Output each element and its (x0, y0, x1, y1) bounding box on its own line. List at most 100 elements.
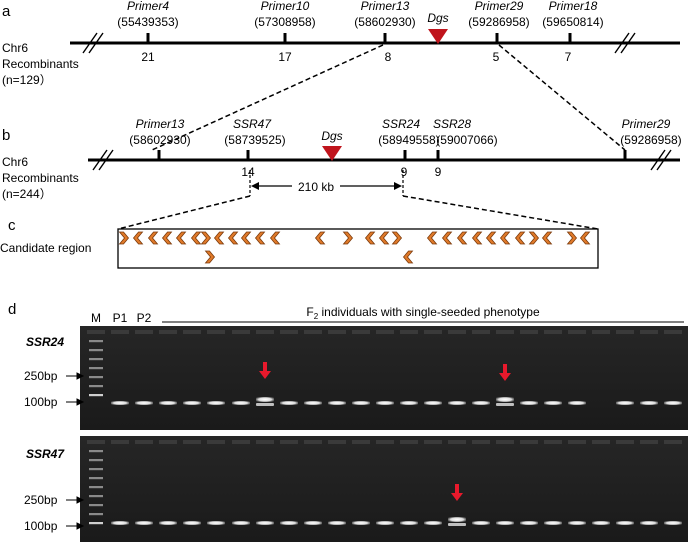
gel-lanes (87, 440, 682, 526)
gene-chevron (161, 231, 173, 245)
gene-chevron (227, 231, 239, 245)
size-label-100: 100bp (24, 519, 58, 533)
red-arrow-shaft (503, 364, 507, 374)
chromosome-label: Chr6 (2, 41, 28, 55)
gel-band (135, 521, 153, 525)
gel-well (616, 330, 634, 334)
gel-band (304, 521, 322, 525)
panel-c: c Candidate region (0, 217, 599, 269)
ladder-band (89, 495, 103, 498)
gel-well (256, 440, 274, 444)
size-pointer-arrows (66, 372, 85, 406)
gel-band (400, 401, 418, 405)
gel-band (592, 521, 610, 525)
candidate-region-box (117, 228, 599, 269)
gel-well (328, 330, 346, 334)
gel-well (135, 440, 153, 444)
red-arrow-head (259, 371, 271, 379)
ladder-band (89, 486, 103, 489)
gel-well (592, 330, 610, 334)
gel-band (328, 401, 346, 405)
marker-position: (58602930) (129, 133, 190, 147)
marker-position: (57308958) (254, 15, 315, 29)
gel-band (135, 401, 153, 405)
gel-well (472, 330, 490, 334)
gel-band (280, 521, 298, 525)
size-pointer-arrows (66, 496, 85, 530)
gel-well (616, 440, 634, 444)
break-mark-left (82, 32, 104, 54)
gel-band (616, 401, 634, 405)
marker-position: (59286958) (620, 133, 681, 147)
gel-well (376, 440, 394, 444)
gene-chevron (579, 231, 591, 245)
red-arrow-shaft (455, 484, 459, 494)
gel-band (448, 401, 466, 405)
gel-well (568, 330, 586, 334)
marker-position: (58739525) (224, 133, 285, 147)
recombinants-label: Recombinants (2, 57, 79, 71)
size-label-100: 100bp (24, 395, 58, 409)
gel-well (135, 330, 153, 334)
gel-band (448, 517, 466, 522)
gel-well (280, 440, 298, 444)
gel-well (448, 440, 466, 444)
gel-band (232, 401, 250, 405)
red-arrow-shaft (263, 362, 267, 372)
gene-position-triangle (428, 29, 448, 44)
marker-name: SSR24 (382, 117, 420, 131)
gel-band (448, 523, 466, 526)
gene-chevron (566, 231, 578, 245)
gel-band (664, 521, 682, 525)
gel-image-ssr47 (80, 436, 688, 542)
ladder-band (89, 394, 103, 397)
recombinant-count: 17 (278, 50, 292, 64)
gene-track (118, 231, 591, 264)
gene-chevron (499, 231, 511, 245)
gel-well (424, 330, 442, 334)
ladder-band (89, 450, 103, 453)
gel-band (207, 401, 225, 405)
gel-band (183, 521, 201, 525)
red-arrow-head (499, 373, 511, 381)
gel-band (304, 401, 322, 405)
panel-d: d M P1 P2 F2 individuals with single-see… (8, 301, 688, 542)
gene-chevron (485, 231, 497, 245)
gene-chevron (378, 231, 390, 245)
gel-band (111, 521, 129, 525)
gel-band (376, 401, 394, 405)
gel-well (87, 440, 105, 444)
ladder-band (89, 376, 103, 379)
gel-well (472, 440, 490, 444)
gene-chevron (364, 231, 376, 245)
gel-band (352, 401, 370, 405)
gel-well (520, 330, 538, 334)
marker-name: Primer10 (261, 0, 310, 13)
marker-name: Primer18 (549, 0, 598, 13)
gel-band (568, 521, 586, 525)
ladder-band (89, 358, 103, 361)
gel-band (207, 521, 225, 525)
panel-label: c (8, 217, 16, 234)
interval-size: 210 kb (298, 180, 334, 194)
gel-well (544, 330, 562, 334)
gel-well (352, 330, 370, 334)
parent-2-lane-label: P2 (137, 311, 152, 325)
recombinant-count: 8 (385, 50, 392, 64)
gel-band (472, 521, 490, 525)
marker-name: Primer13 (361, 0, 410, 13)
gel-band (640, 521, 658, 525)
red-arrow-head (451, 493, 463, 501)
gel-band (496, 397, 514, 402)
gel-well (183, 440, 201, 444)
gel-marker-name: SSR24 (26, 335, 64, 349)
gene-chevron (190, 231, 202, 245)
gel-band (352, 521, 370, 525)
gel-well (183, 330, 201, 334)
gel-band (232, 521, 250, 525)
gel-well (496, 330, 514, 334)
gel-band (544, 401, 562, 405)
zoom-connector-bc (117, 195, 599, 230)
gel-well (232, 440, 250, 444)
gel-well (159, 330, 177, 334)
